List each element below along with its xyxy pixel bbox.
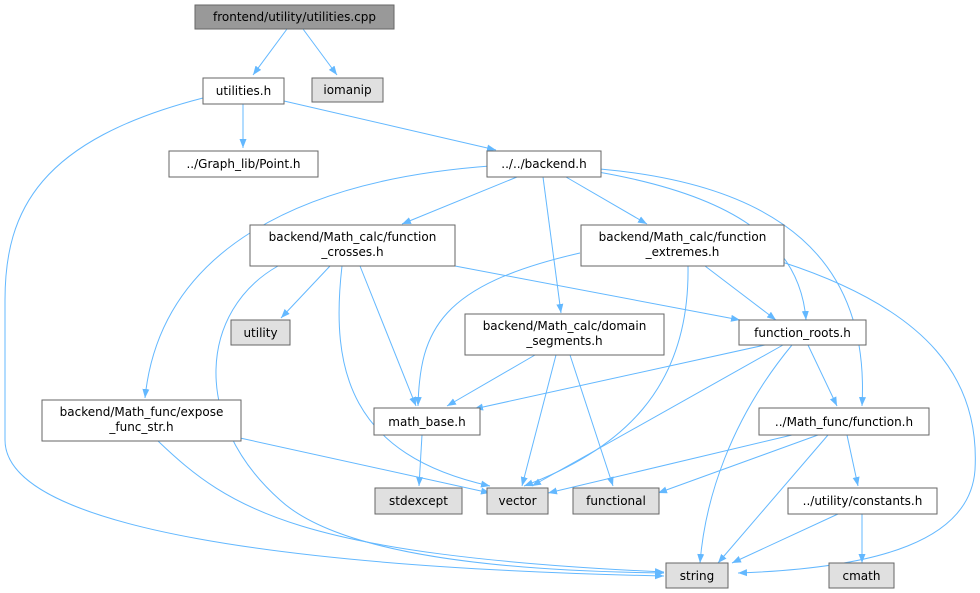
node-domain-segments-h-label-line1: backend/Math_calc/domain <box>483 319 647 333</box>
node-constants-h-label: ../utility/constants.h <box>803 494 923 508</box>
node-function-roots-h[interactable]: function_roots.h <box>738 319 867 346</box>
node-utility-label: utility <box>243 326 277 340</box>
node-functional[interactable]: functional <box>572 487 660 515</box>
node-point-h-label: ../Graph_lib/Point.h <box>186 157 300 171</box>
node-functional-label: functional <box>586 494 646 508</box>
edge-root-utilities-h <box>252 28 288 76</box>
edge-roots-h-string <box>697 344 793 564</box>
edge-math-base-h-stdexcept <box>416 434 424 487</box>
node-expose-func-str-h[interactable]: backend/Math_func/expose _func_str.h <box>41 399 242 442</box>
edge-extremes-h-string <box>737 261 976 577</box>
edge-utilities-h-backend-h <box>283 100 497 152</box>
node-function-extremes-h[interactable]: backend/Math_calc/function _extremes.h <box>580 224 785 267</box>
edge-roots-h-math-base-h <box>473 344 766 411</box>
node-expose-func-str-h-label-line1: backend/Math_func/expose <box>60 405 224 419</box>
node-constants-h[interactable]: ../utility/constants.h <box>787 487 938 515</box>
node-function-h[interactable]: ../Math_func/function.h <box>758 407 930 436</box>
node-backend-h-label: ../../backend.h <box>501 157 586 171</box>
node-iomanip-label: iomanip <box>323 83 371 97</box>
node-backend-h[interactable]: ../../backend.h <box>486 150 602 178</box>
node-math-base-h-label: math_base.h <box>388 415 465 429</box>
edge-function-h-vector <box>547 434 793 495</box>
edge-function-h-constants-h <box>846 434 860 487</box>
node-domain-segments-h-label-line2: _segments.h <box>525 334 602 348</box>
edge-backend-h-extremes-h <box>565 176 648 225</box>
edge-function-h-string <box>717 434 829 564</box>
node-group: frontend/utility/utilities.cpp utilities… <box>41 4 938 589</box>
edge-extremes-h-math-base-h <box>414 252 581 407</box>
edge-crosses-h-math-base-h <box>359 265 417 407</box>
node-iomanip[interactable]: iomanip <box>311 77 384 103</box>
edge-crosses-h-string <box>215 265 665 577</box>
edge-roots-h-function-h <box>807 344 838 407</box>
edge-backend-h-function-h <box>599 168 866 407</box>
node-cmath[interactable]: cmath <box>828 562 895 589</box>
node-domain-segments-h[interactable]: backend/Math_calc/domain _segments.h <box>464 313 665 356</box>
node-string-label: string <box>680 569 714 583</box>
node-point-h[interactable]: ../Graph_lib/Point.h <box>168 150 319 178</box>
node-root-source-file[interactable]: frontend/utility/utilities.cpp <box>194 4 395 30</box>
edge-crosses-h-vector <box>338 265 491 488</box>
node-function-crosses-h[interactable]: backend/Math_calc/function _crosses.h <box>249 224 456 267</box>
node-function-crosses-h-label-line2: _crosses.h <box>320 245 383 259</box>
node-utility[interactable]: utility <box>230 319 291 346</box>
edge-utilities-h-string <box>4 97 665 580</box>
edge-extremes-h-vector <box>523 265 689 487</box>
edge-domain-h-vector <box>520 354 557 487</box>
node-function-extremes-h-label-line1: backend/Math_calc/function <box>599 230 767 244</box>
edge-constants-h-string <box>731 513 839 564</box>
node-utilities-h[interactable]: utilities.h <box>202 77 285 105</box>
edge-roots-h-vector <box>531 344 784 487</box>
edge-backend-h-expose-h <box>142 165 491 399</box>
edge-backend-h-domain-h <box>542 176 564 314</box>
edge-crosses-h-utility <box>280 265 331 319</box>
node-string[interactable]: string <box>665 562 729 589</box>
edge-domain-h-math-base-h <box>446 354 536 407</box>
edge-function-h-functional <box>657 434 819 494</box>
node-function-h-label: ../Math_func/function.h <box>775 415 913 429</box>
edge-expose-h-vector <box>239 437 491 495</box>
node-utilities-h-label: utilities.h <box>216 84 271 98</box>
edge-expose-h-string <box>157 440 665 576</box>
node-stdexcept[interactable]: stdexcept <box>374 487 463 515</box>
edge-domain-h-functional <box>569 354 614 487</box>
edge-extremes-h-roots-h <box>704 265 777 321</box>
edge-crosses-h-roots-h <box>454 265 741 322</box>
node-expose-func-str-h-label-line2: _func_str.h <box>108 420 173 434</box>
node-function-roots-h-label: function_roots.h <box>754 326 851 340</box>
node-function-crosses-h-label-line1: backend/Math_calc/function <box>269 230 437 244</box>
node-cmath-label: cmath <box>843 569 881 583</box>
node-math-base-h[interactable]: math_base.h <box>373 407 481 436</box>
node-vector-label: vector <box>498 494 536 508</box>
edge-backend-h-crosses-h <box>401 176 518 225</box>
node-function-extremes-h-label-line2: _extremes.h <box>645 245 720 259</box>
edge-group <box>4 28 976 580</box>
node-vector[interactable]: vector <box>486 487 549 515</box>
node-root-label: frontend/utility/utilities.cpp <box>213 10 376 24</box>
node-stdexcept-label: stdexcept <box>389 494 448 508</box>
edge-root-iomanip <box>302 28 338 76</box>
